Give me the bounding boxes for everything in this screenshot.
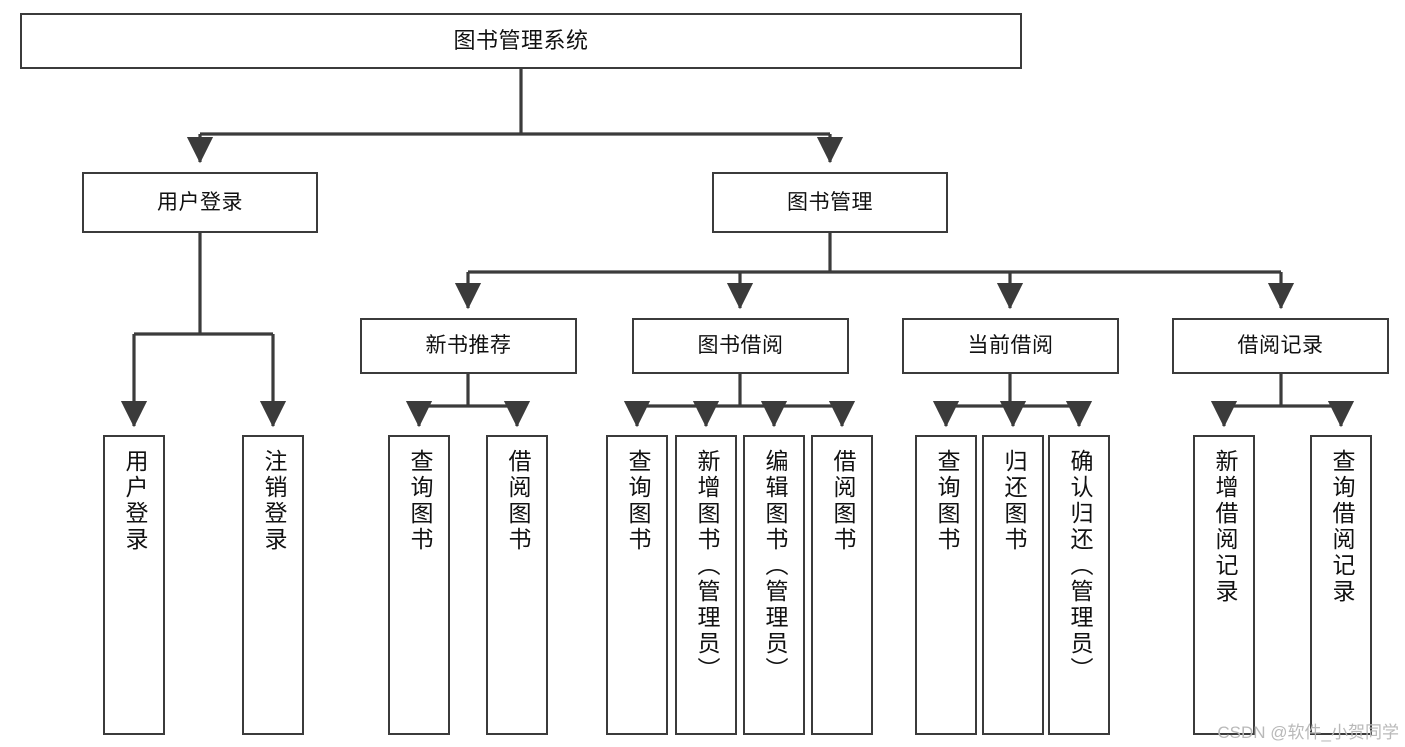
node-label: 用户登录 [121, 449, 148, 553]
leaf-user-logout[interactable]: 注销登录 [242, 435, 304, 735]
node-label: 新书推荐 [425, 334, 512, 358]
leaf-user-login[interactable]: 用户登录 [103, 435, 165, 735]
node-user-login[interactable]: 用户登录 [82, 172, 318, 233]
node-label: 借阅图书 [504, 449, 531, 553]
node-label: 图书借阅 [697, 334, 784, 358]
node-label: 查询图书 [933, 449, 960, 553]
node-label: 查询图书 [624, 449, 651, 553]
node-book-management[interactable]: 图书管理 [712, 172, 948, 233]
node-label: 注销登录 [260, 449, 287, 553]
leaf-query-books-recommend[interactable]: 查询图书 [388, 435, 450, 735]
leaf-query-books-current[interactable]: 查询图书 [915, 435, 977, 735]
node-label: 查询图书 [406, 449, 433, 553]
node-book-borrow[interactable]: 图书借阅 [632, 318, 849, 374]
leaf-query-borrow-record[interactable]: 查询借阅记录 [1310, 435, 1372, 735]
node-label: 编辑图书（管理员） [761, 449, 788, 683]
node-label: 新增图书（管理员） [693, 449, 720, 683]
node-label: 当前借阅 [967, 334, 1054, 358]
leaf-add-book-admin[interactable]: 新增图书（管理员） [675, 435, 737, 735]
leaf-query-books-borrow[interactable]: 查询图书 [606, 435, 668, 735]
node-label: 图书管理系统 [453, 27, 589, 53]
node-current-borrow[interactable]: 当前借阅 [902, 318, 1119, 374]
node-label: 图书管理 [787, 190, 873, 214]
node-label: 用户登录 [157, 190, 243, 214]
node-label: 新增借阅记录 [1211, 449, 1238, 605]
leaf-add-borrow-record[interactable]: 新增借阅记录 [1193, 435, 1255, 735]
node-label: 借阅记录 [1237, 334, 1324, 358]
node-book-management-system[interactable]: 图书管理系统 [20, 13, 1022, 69]
leaf-return-books[interactable]: 归还图书 [982, 435, 1044, 735]
leaf-edit-book-admin[interactable]: 编辑图书（管理员） [743, 435, 805, 735]
csdn-watermark: CSDN @软件_小贺同学 [1217, 723, 1399, 742]
node-label: 确认归还（管理员） [1066, 449, 1093, 683]
node-label: 查询借阅记录 [1328, 449, 1355, 605]
node-label: 归还图书 [1000, 449, 1027, 553]
node-label: 借阅图书 [829, 449, 856, 553]
leaf-borrow-books-recommend[interactable]: 借阅图书 [486, 435, 548, 735]
leaf-confirm-return-admin[interactable]: 确认归还（管理员） [1048, 435, 1110, 735]
leaf-borrow-books[interactable]: 借阅图书 [811, 435, 873, 735]
node-borrow-records[interactable]: 借阅记录 [1172, 318, 1389, 374]
node-new-book-recommend[interactable]: 新书推荐 [360, 318, 577, 374]
